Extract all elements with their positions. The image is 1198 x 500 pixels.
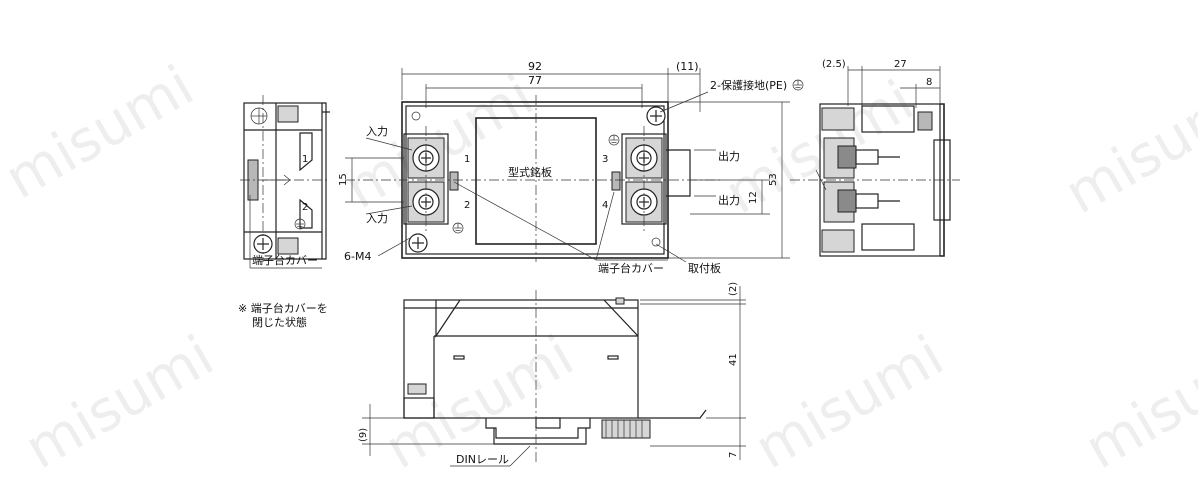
dim-27: 27 xyxy=(894,59,907,70)
dim-7: 7 xyxy=(728,452,739,458)
dim-92: 92 xyxy=(528,60,542,73)
output-label-1: 出力 xyxy=(718,149,740,163)
left-terminal-2: 2 xyxy=(302,202,308,213)
left-terminal-1: 1 xyxy=(302,154,308,165)
dim-8: 8 xyxy=(926,77,932,88)
watermark: misumi xyxy=(745,323,955,482)
watermark: misumi xyxy=(1075,323,1198,482)
terminal-4: 4 xyxy=(602,200,608,211)
output-label-2: 出力 xyxy=(718,193,740,207)
dim-2-5: (2.5) xyxy=(822,59,846,70)
din-rail-label: DINレール xyxy=(456,453,509,466)
terminal-2: 2 xyxy=(464,200,470,211)
note-line-1: ※ 端子台カバーを xyxy=(238,301,328,315)
terminal-3: 3 xyxy=(602,154,608,165)
right-side-view: (2.5) 27 8 xyxy=(790,59,960,257)
dim-9: (9) xyxy=(358,428,369,442)
front-view: 92 77 (11) 型式銘板 xyxy=(338,60,804,275)
dim-12: 12 xyxy=(748,191,759,204)
dim-41: 41 xyxy=(728,353,739,366)
ground-icon xyxy=(294,218,306,230)
dim-77: 77 xyxy=(528,74,542,87)
screw-m4-label: 6-M4 xyxy=(344,250,371,263)
ground-icon xyxy=(792,79,804,91)
nameplate-label: 型式銘板 xyxy=(508,165,552,179)
ground-icon xyxy=(452,222,464,234)
dim-15: 15 xyxy=(338,173,349,186)
pe-ground-label: 2-保護接地(PE) xyxy=(710,78,787,92)
dim-2: (2) xyxy=(728,282,739,296)
input-label-1: 入力 xyxy=(366,125,388,138)
note-line-2: 閉じた状態 xyxy=(252,315,307,329)
mounting-plate-label: 取付板 xyxy=(688,261,721,275)
watermark: misumi xyxy=(15,323,225,482)
watermark: misumi xyxy=(0,53,204,212)
bottom-view: (2) 41 7 (9) DINレール xyxy=(358,282,746,467)
ground-icon xyxy=(608,134,620,146)
dim-53: 53 xyxy=(768,173,779,186)
dim-11: (11) xyxy=(676,60,699,73)
terminal-cover-label-left: 端子台カバー xyxy=(252,253,318,267)
watermark: misumi xyxy=(1055,68,1198,227)
left-view-cover-closed: 1 2 端子台カバー ※ 端子台カバーを 閉じた状態 xyxy=(238,95,330,329)
input-label-2: 入力 xyxy=(366,212,388,225)
terminal-1: 1 xyxy=(464,154,470,165)
terminal-cover-label-center: 端子台カバー xyxy=(598,261,664,275)
